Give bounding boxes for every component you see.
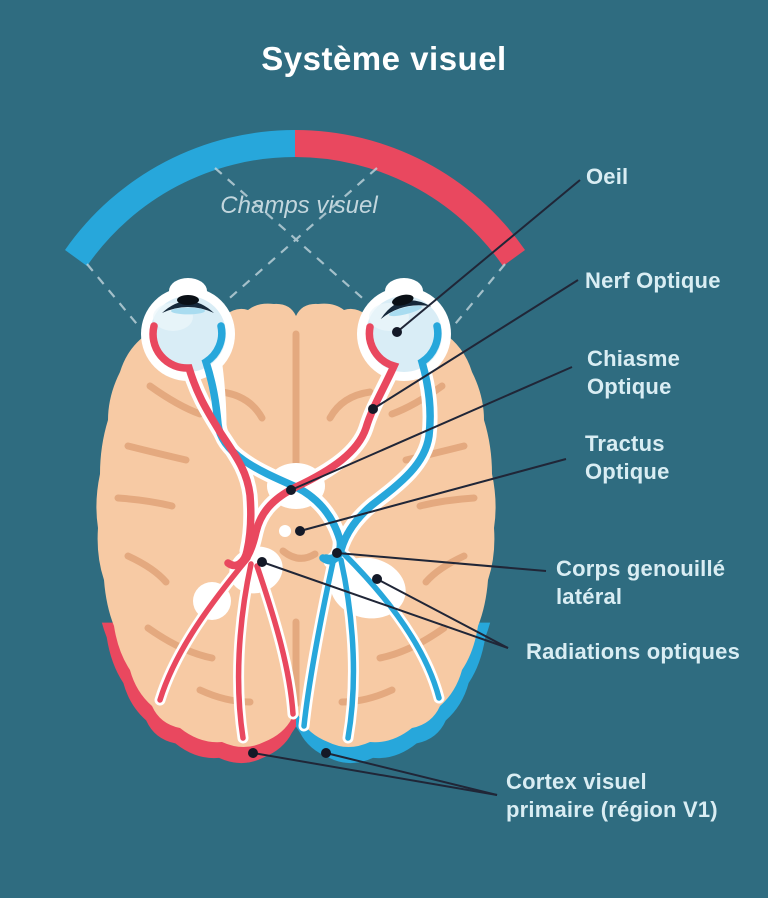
dot-cortex-left	[248, 748, 258, 758]
label-nerf-optique: Nerf Optique	[585, 268, 721, 293]
sulcus	[326, 388, 374, 422]
eye-left-pupil	[177, 295, 199, 305]
sulcus	[416, 494, 478, 510]
pointer-cortex-2	[325, 752, 498, 796]
label-radiations-optiques: Radiations optiques	[526, 639, 741, 664]
sulcus	[422, 552, 468, 586]
label-corps-genouille-lateral: Corps genouillé latéral	[556, 556, 726, 609]
label-oeil: Oeil	[586, 164, 629, 189]
pointer-tractus-optique	[299, 458, 567, 532]
pointer-oeil	[396, 179, 581, 333]
sulcus	[218, 388, 266, 422]
dot-radiations-right	[372, 574, 382, 584]
pointer-corps-genouille	[336, 552, 547, 572]
sulcus	[146, 382, 204, 418]
sulcus	[388, 382, 446, 418]
sulcus	[114, 494, 176, 510]
sulcus	[196, 686, 254, 706]
midline-white-dot	[279, 525, 291, 537]
optic-radiation-right	[341, 551, 442, 701]
page-title: Système visuel	[261, 40, 507, 77]
optic-fiber-left-blue-crossed	[201, 322, 345, 563]
dot-cortex-right	[321, 748, 331, 758]
ray-left-short	[86, 263, 142, 330]
dot-radiations-left	[257, 557, 267, 567]
ray-left-to-right-eye	[214, 167, 369, 304]
optic-radiation-left	[254, 563, 296, 717]
label-cortex-visuel-primaire: Cortex visuel primaire (région V1)	[506, 769, 718, 822]
pointer-radiations-1	[261, 561, 509, 649]
pointer-cortex-1	[252, 752, 498, 796]
optic-radiation-right	[338, 557, 357, 741]
eye-right-pupil	[392, 294, 414, 306]
optic-radiation-left	[157, 555, 251, 703]
dot-tractus-optique	[295, 526, 305, 536]
sulcus	[402, 442, 468, 464]
eye-left-lens	[171, 307, 205, 315]
visual-field-arc-left	[65, 129, 295, 266]
ray-right-to-left-eye	[223, 167, 378, 304]
ray-right-short	[450, 263, 506, 330]
pointer-nerf-optique	[372, 279, 579, 410]
eye-right-iris	[380, 300, 432, 320]
eye-left-iris	[162, 301, 214, 313]
visual-field-label: Champs visuel	[220, 192, 378, 219]
sulcus	[124, 552, 170, 586]
optic-radiation-left	[235, 561, 254, 741]
light-rays	[86, 167, 506, 330]
pointer-dots	[248, 327, 402, 758]
pointer-radiations-2	[376, 578, 509, 649]
label-tractus-optique: Tractus Optique	[585, 431, 670, 484]
optic-fiber-right-red-crossed	[240, 323, 400, 565]
dot-corps-genouille	[332, 548, 342, 558]
pointer-chiasme-optique	[290, 366, 573, 491]
pointer-lines	[252, 179, 581, 796]
midbrain-line	[279, 547, 319, 562]
optic-radiation-right	[301, 559, 336, 729]
optic-radiations	[157, 551, 442, 741]
dot-nerf-optique	[368, 404, 378, 414]
sulcus	[124, 442, 190, 464]
sulcus	[338, 686, 396, 706]
visual-field-arc-right	[295, 129, 525, 266]
sulcus	[376, 624, 448, 662]
dot-chiasme-optique	[286, 485, 296, 495]
label-chiasme-optique: Chiasme Optique	[587, 346, 681, 399]
dot-oeil	[392, 327, 402, 337]
eye-right-lens	[388, 305, 422, 317]
